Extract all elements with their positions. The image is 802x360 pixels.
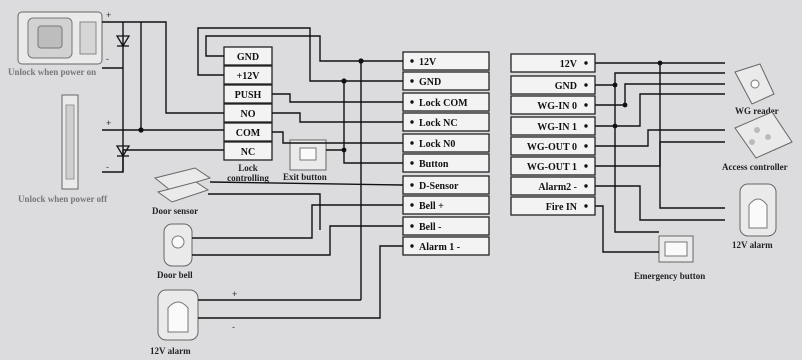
lock-on-plus-sign: + (106, 10, 111, 20)
alarm-left-icon (157, 289, 199, 341)
wires-right (595, 60, 725, 253)
main-terminal-bell-minus (402, 216, 490, 236)
alarm-left-caption: 12V alarm (150, 346, 191, 356)
unlock-power-off-caption: Unlock when power off (18, 194, 108, 204)
alarm-right-caption: 12V alarm (732, 240, 773, 250)
right-terminal-12v-label: 12V (560, 59, 578, 70)
exit-button-icon[interactable] (289, 139, 327, 171)
lock-off-plus-sign: + (106, 118, 111, 128)
door-bell-icon (163, 223, 193, 267)
wires-left: + - + - + - (102, 10, 404, 332)
diode-top-icon (115, 24, 131, 68)
lock-terminal-12v-label: +12V (237, 71, 261, 82)
right-terminal-alarm2-label: Alarm2 - (538, 182, 577, 193)
main-terminal-lock-no-label: Lock N0 (419, 139, 455, 150)
alarm-left-plus-sign: + (232, 289, 237, 299)
main-terminal-12v (402, 51, 490, 71)
right-terminal-gnd-label: GND (555, 81, 577, 92)
lock-terminal-nc (223, 141, 273, 161)
main-terminal-bell-plus (402, 195, 490, 215)
right-terminal-12v (510, 53, 596, 73)
door-sensor-icon (153, 167, 212, 203)
right-terminal-wg-out0-label: WG-OUT 0 (527, 142, 577, 153)
right-terminal-fire-in-label: Fire IN (546, 202, 578, 213)
alarm-right-icon (739, 183, 777, 237)
main-terminal-gnd (402, 71, 490, 91)
main-terminal-alarm1-label: Alarm 1 - (419, 242, 460, 253)
right-terminal-gnd (510, 75, 596, 95)
door-bell-caption: Door bell (157, 270, 193, 280)
lock-controller: GND +12V PUSH NO COM NC Lock controlling (223, 46, 273, 183)
lock-terminal-gnd-label: GND (237, 52, 259, 63)
right-terminal-wg-in1-label: WG-IN 1 (537, 122, 577, 133)
main-terminal-lock-com-label: Lock COM (419, 98, 468, 109)
access-controller-caption: Access controller (722, 162, 788, 172)
exit-button-caption: Exit button (283, 172, 327, 182)
lock-controller-caption-2: controlling (227, 173, 269, 183)
lock-terminal-com-label: COM (236, 128, 261, 139)
electric-strike-power-off-icon (61, 94, 79, 190)
wg-reader-caption: WG reader (735, 106, 779, 116)
main-terminal-d-sensor-label: D-Sensor (419, 181, 459, 192)
main-terminal-button-label: Button (419, 159, 449, 170)
lock-controller-caption-1: Lock (238, 163, 258, 173)
access-controller-icon (734, 111, 793, 159)
main-terminal-bell-plus-label: Bell + (419, 201, 444, 212)
electric-lock-power-on-icon (17, 11, 103, 65)
lock-terminal-no-label: NO (241, 109, 256, 120)
right-terminal-wg-in0-label: WG-IN 0 (537, 101, 577, 112)
emergency-button-caption: Emergency button (634, 271, 705, 281)
right-terminal-wg-out1-label: WG-OUT 1 (527, 162, 577, 173)
main-terminal-lock-nc-label: Lock NC (419, 118, 458, 129)
lock-off-minus-sign: - (106, 162, 109, 172)
main-terminal-bell-minus-label: Bell - (419, 222, 442, 233)
right-board: 12V GND WG-IN 0 WG-IN 1 WG-OUT 0 WG-OUT … (510, 53, 596, 216)
alarm-left-minus-sign: - (232, 322, 235, 332)
door-sensor-caption: Door sensor (152, 206, 198, 216)
main-board: 12V GND Lock COM Lock NC Lock N0 Button … (402, 51, 490, 256)
main-terminal-gnd-label: GND (419, 77, 441, 88)
lock-terminal-push-label: PUSH (235, 90, 262, 101)
emergency-button-icon[interactable] (658, 235, 694, 263)
unlock-power-on-caption: Unlock when power on (8, 67, 96, 77)
lock-terminal-nc-label: NC (241, 147, 255, 158)
lock-on-minus-sign: - (106, 54, 109, 64)
main-terminal-12v-label: 12V (419, 57, 437, 68)
wg-reader-icon (734, 63, 775, 105)
